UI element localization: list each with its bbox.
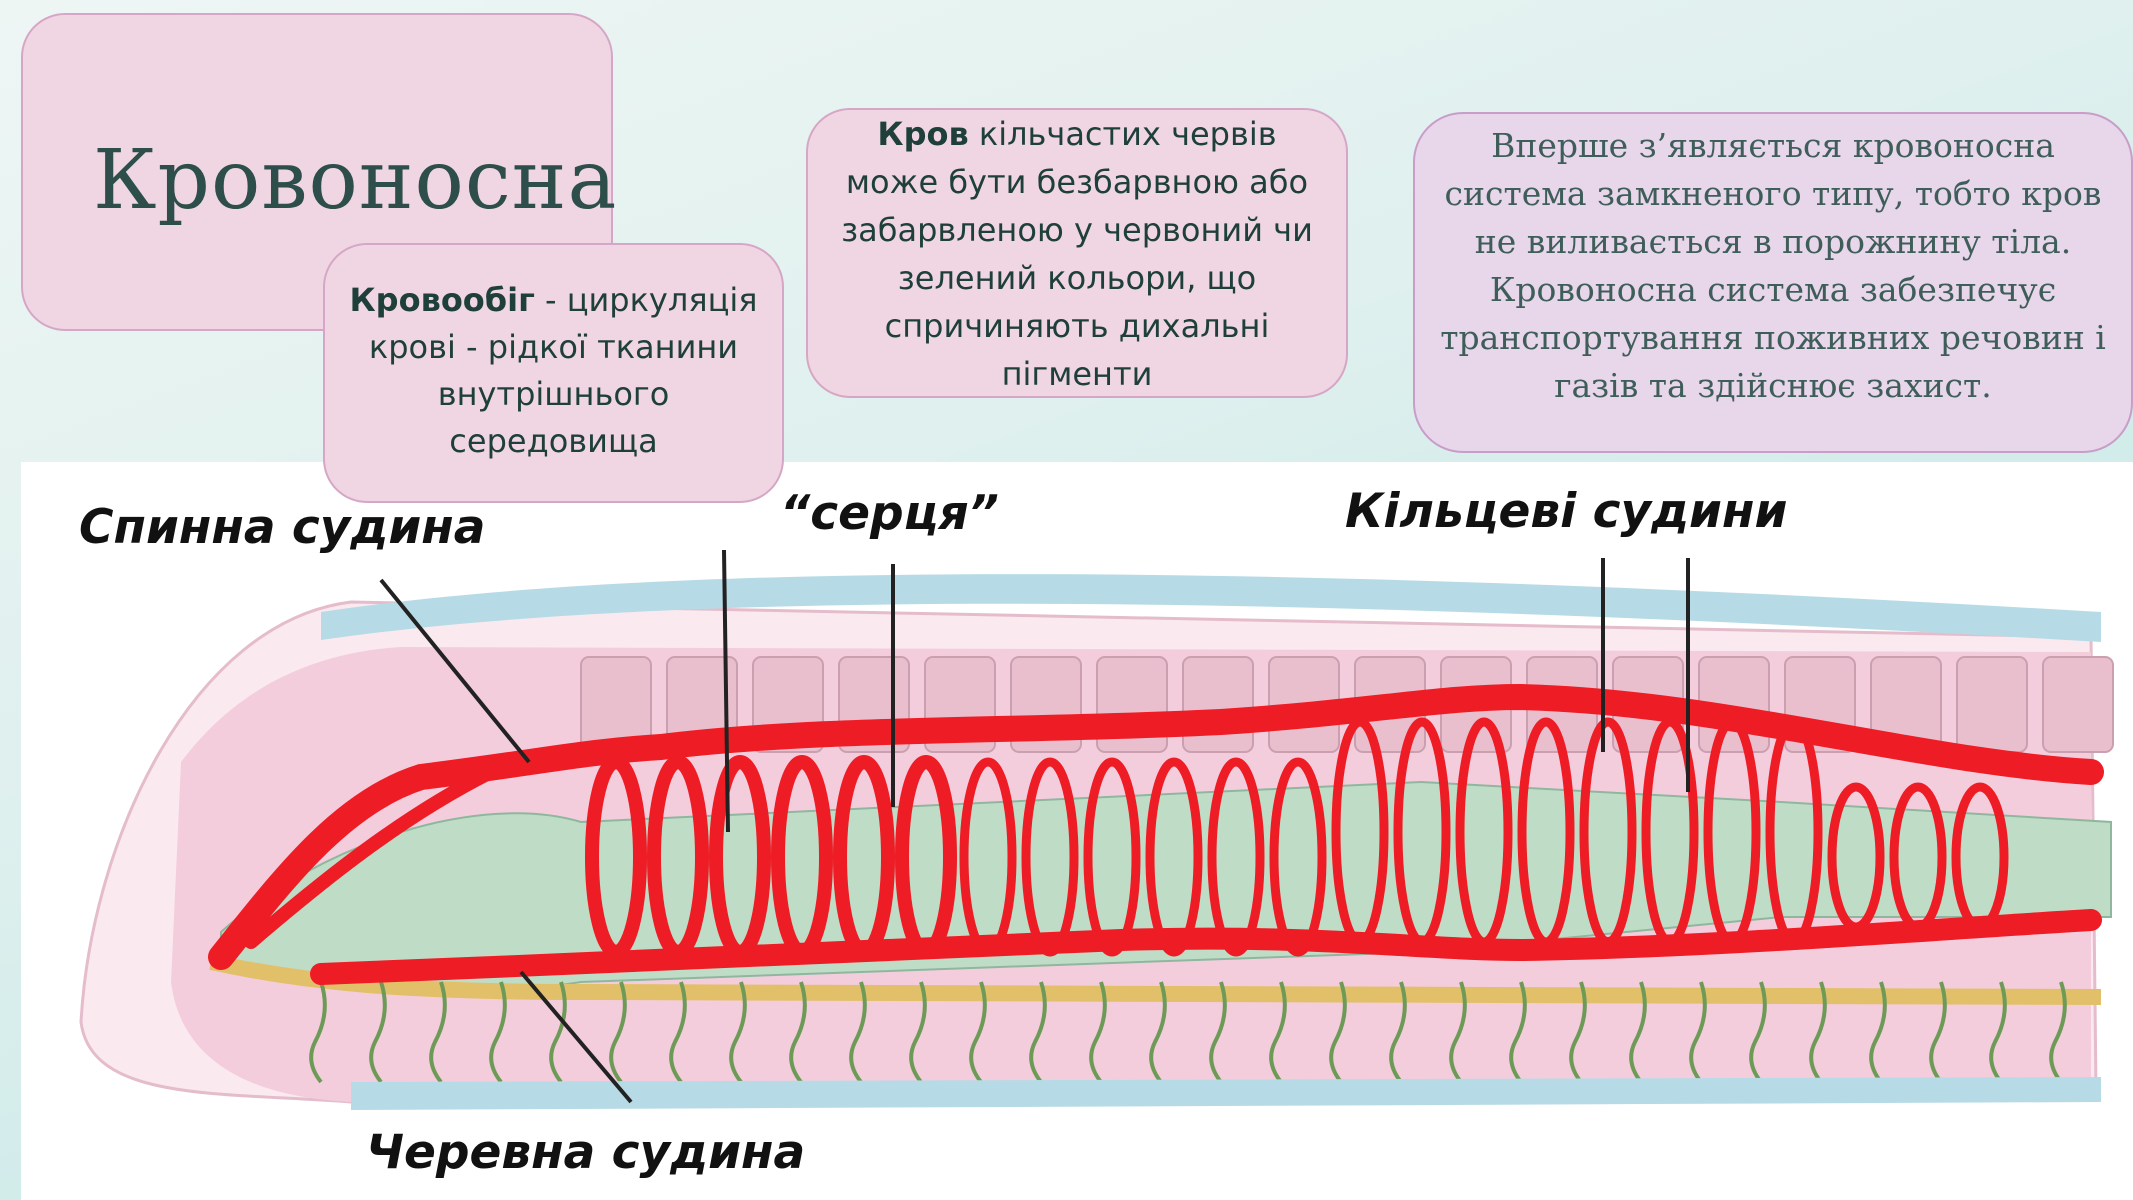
label-hearts: “серця” [780,486,999,541]
heart-ring-vessel [709,755,771,959]
nephridium [1209,981,1227,1084]
nephridium [1389,981,1407,1084]
nephridium [609,981,627,1084]
nephridium [1989,981,2007,1084]
label-ventral-vessel: Черевна судина [366,1125,806,1180]
body-segment [2042,656,2114,753]
diagram-svg [79,549,2114,1110]
ring-vessel [1331,717,1389,947]
nephridium [429,981,447,1084]
nephridium [2049,981,2067,1084]
nephridium [909,981,927,1084]
pointer-dorsal [379,578,531,764]
krovoobig-term: Кровообіг [349,281,535,319]
nephridium [1689,981,1707,1084]
ring-vessel [1641,717,1699,947]
nephridium [1809,981,1827,1084]
nephridium [1149,981,1167,1084]
nephridium [1929,981,1947,1084]
label-dorsal-vessel: Спинна судина [79,500,486,555]
nephridium [1629,981,1647,1084]
ring-vessel [1579,717,1637,947]
ring-vessel [1021,757,1079,957]
nephridium [1269,981,1287,1084]
nephridium [1329,981,1347,1084]
dorsal-vessel-branch [244,765,498,949]
nephridium [729,981,747,1084]
krovoobig-text: - циркуляція крові - рідкої тканини внут… [368,281,758,460]
heart-ring-vessel [585,755,647,959]
blood-description-box: Кров кільчастих червів може бути безбарв… [806,108,1348,398]
nephridium [489,981,507,1084]
pointer-heart-1 [722,549,730,833]
ring-vessel [1269,757,1327,957]
nephridium [969,981,987,1084]
nephridium [1749,981,1767,1084]
heart-ring-vessel [895,755,957,959]
nerve-cord [209,954,2102,1005]
nephridium [369,981,387,1084]
ring-vessel [1703,717,1761,947]
ring-vessel [1517,717,1575,947]
nephridium [1089,981,1107,1084]
ring-vessel [1951,782,2009,932]
ring-vessel [1207,757,1265,957]
ring-vessel [1765,717,1823,947]
nephridium [789,981,807,1084]
nephridium [309,981,327,1084]
nephridium [669,981,687,1084]
body-segment [1182,656,1254,753]
worm-body-blue-band-top [321,574,2101,642]
body-segment [1956,656,2028,753]
nephridia [309,981,2067,1084]
earthworm-circulatory-diagram [21,462,2133,1200]
nephridium [549,981,567,1084]
heart-ring-vessel [771,755,833,959]
pointer-ventral [519,970,633,1104]
nephridium [1449,981,1467,1084]
heart-ring-vessel [833,755,895,959]
krovoobig-definition-box: Кровообіг - циркуляція крові - рідкої тк… [323,243,784,503]
ring-vessel [1083,757,1141,957]
page-title: Кровоносна [93,133,618,228]
ring-vessel [1455,717,1513,947]
system-text: Вперше з’являється кровоносна система за… [1440,126,2106,405]
nephridium [1569,981,1587,1084]
title-box: Кровоносна [21,13,616,331]
nephridium [1029,981,1047,1084]
krov-term: Кров [877,115,969,153]
system-description-box: Вперше з’являється кровоносна система за… [1413,112,2133,453]
ring-vessels [585,717,2009,959]
ring-vessel [1889,782,1947,932]
ring-vessel [959,757,1017,957]
nephridium [1509,981,1527,1084]
nephridium [849,981,867,1084]
label-ring-vessels: Кільцеві судини [1345,484,1788,539]
ring-vessel [1393,717,1451,947]
heart-ring-vessel [647,755,709,959]
ring-vessel [1827,782,1885,932]
ring-vessel [1145,757,1203,957]
worm-body-blue-band-bottom [351,1077,2101,1110]
nephridium [1869,981,1887,1084]
dorsal-vessel [208,683,2104,970]
krov-text: кільчастих червів може бути безбарвною а… [841,115,1313,393]
